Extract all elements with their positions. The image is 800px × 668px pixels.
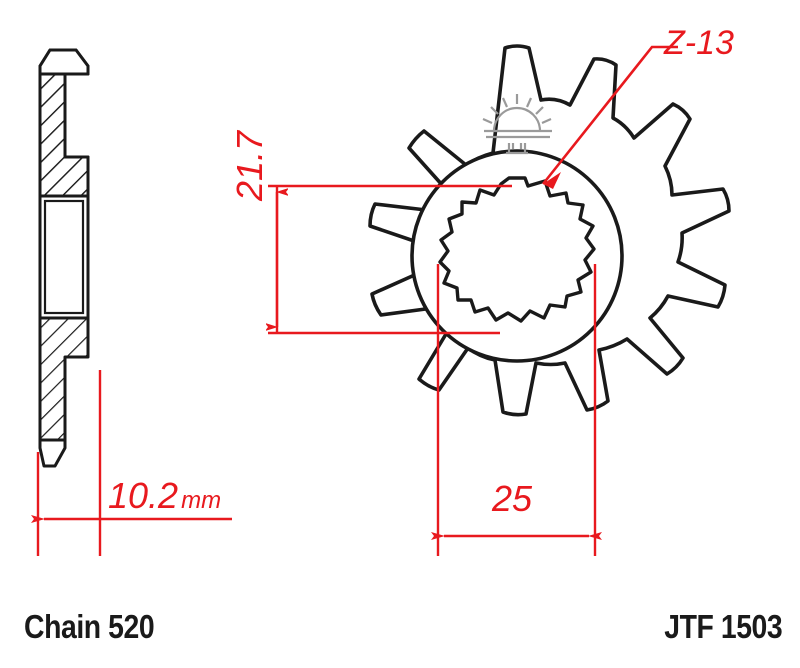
bore-dimension <box>268 184 512 335</box>
sunrise-logo-icon <box>482 94 552 155</box>
chain-spec-label: Chain 520 <box>24 608 155 645</box>
front-view-sprocket <box>368 44 731 417</box>
teeth-leader-line <box>541 45 678 189</box>
thickness-unit: mm <box>181 487 222 514</box>
side-view-bore-cavity-inner <box>43 199 85 315</box>
tooth-count-label: Z-13 <box>664 24 734 62</box>
side-section-view <box>38 48 90 468</box>
side-view-upper-tooth-tip <box>38 48 90 76</box>
side-view-upper-web <box>38 72 90 198</box>
bore-dimension-label: 21.7 <box>229 130 270 201</box>
width-dimension-label: 25 <box>492 478 533 519</box>
thickness-dimension <box>31 370 232 556</box>
sprocket-splined-bore <box>438 176 596 323</box>
width-dimension <box>431 264 602 556</box>
side-view-lower-tooth-tip <box>38 438 67 468</box>
part-number-label: JTF 1503 <box>663 608 782 645</box>
thickness-value: 10.2 <box>108 475 179 516</box>
side-view-lower-web <box>38 316 90 442</box>
